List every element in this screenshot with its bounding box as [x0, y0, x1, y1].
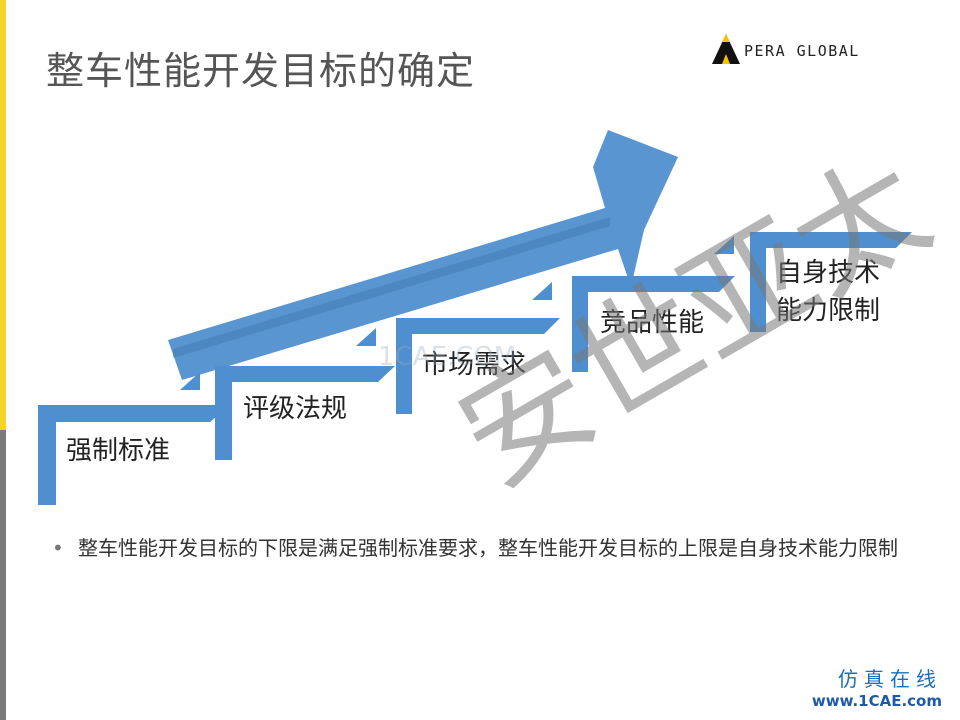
logo-text: PERA GLOBAL	[744, 42, 860, 60]
step-label-5-line1: 自身技术	[776, 258, 881, 288]
step-label-3: 市场需求	[422, 350, 527, 380]
site-watermark: 仿真在线 www.1CAE.com	[812, 663, 942, 710]
site-watermark-url: www.1CAE.com	[811, 692, 942, 710]
accent-bar-yellow	[0, 0, 6, 430]
step-shape-3	[396, 318, 560, 414]
bullet-text: 整车性能开发目标的下限是满足强制标准要求，整车性能开发目标的上限是自身技术能力限…	[78, 536, 898, 560]
logo-triangle-icon	[712, 34, 740, 64]
step-shape-4	[572, 276, 735, 372]
step-label-1: 强制标准	[66, 436, 171, 466]
step-shape-5	[750, 232, 912, 332]
site-watermark-cn: 仿真在线	[838, 667, 942, 691]
company-logo: PERA GLOBAL	[708, 30, 898, 70]
slide-title: 整车性能开发目标的确定	[46, 49, 476, 93]
step-label-2: 评级法规	[243, 394, 348, 424]
bullet-item: • 整车性能开发目标的下限是满足强制标准要求，整车性能开发目标的上限是自身技术能…	[52, 528, 902, 568]
step-label-5-line2: 能力限制	[776, 296, 881, 326]
faint-watermark: 1CAE.COM	[378, 342, 517, 372]
step-label-4: 竞品性能	[600, 308, 705, 338]
step-shape-1	[38, 405, 230, 505]
accent-bar-gray	[0, 430, 6, 720]
step-shape-2	[215, 366, 395, 460]
bullet-dot-icon: •	[52, 536, 64, 560]
step-label-5: 自身技术 能力限制	[776, 254, 880, 330]
goal-arrow	[168, 130, 678, 380]
